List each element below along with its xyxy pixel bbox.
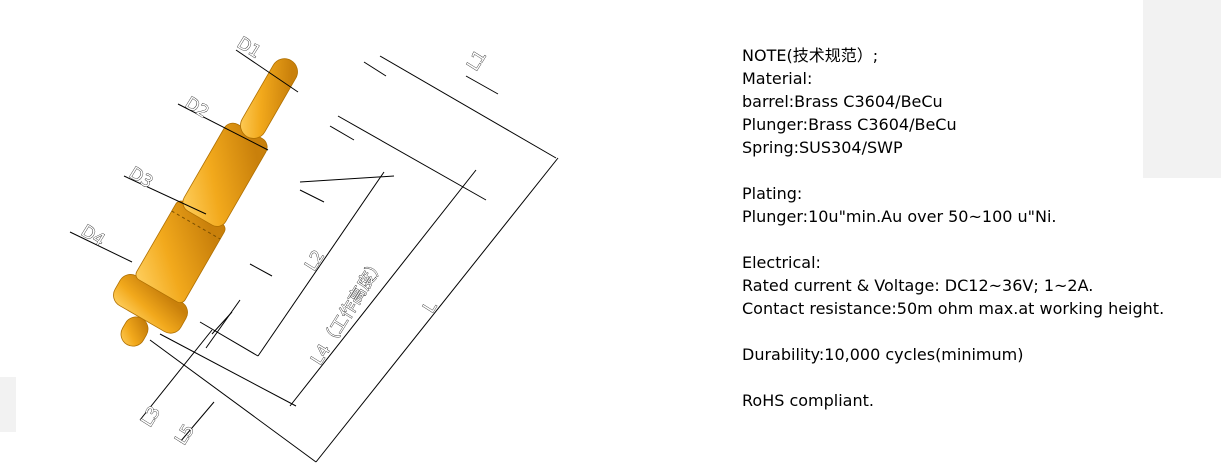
material-heading: Material: (742, 69, 813, 88)
pogo-pin (113, 58, 298, 347)
electrical-rated: Rated current & Voltage: DC12~36V; 1~2A. (742, 276, 1094, 295)
specification-text: NOTE(技术规范）; Material: barrel:Brass C3604… (742, 44, 1221, 412)
label-l3: L3 (137, 403, 165, 431)
label-l1: L1 (463, 47, 491, 75)
rohs: RoHS compliant. (742, 391, 874, 410)
electrical-contact: Contact resistance:50m ohm max.at workin… (742, 299, 1165, 318)
material-spring: Spring:SUS304/SWP (742, 138, 903, 157)
electrical-heading: Electrical: (742, 253, 821, 272)
label-d1: D1 (233, 33, 264, 63)
durability: Durability:10,000 cycles(minimum) (742, 345, 1024, 364)
upper-plunger (240, 58, 298, 139)
pogo-pin-diagram: D1 D2 D3 D4 L1 L2 L4（工作高度） L L3 L5 (69, 33, 559, 463)
note-heading: NOTE(技术规范）; (742, 46, 879, 65)
plating-spec: Plunger:10u"min.Au over 50~100 u"Ni. (742, 207, 1057, 226)
dimension-lines (69, 49, 559, 463)
label-l2: L2 (301, 247, 329, 275)
material-barrel: barrel:Brass C3604/BeCu (742, 92, 943, 111)
side-panel-left (0, 377, 16, 432)
label-l: L (419, 298, 441, 317)
label-d2: D2 (181, 93, 212, 123)
side-panel-right (1143, 0, 1221, 178)
plating-heading: Plating: (742, 184, 803, 203)
label-d4: D4 (77, 221, 108, 251)
material-plunger: Plunger:Brass C3604/BeCu (742, 115, 957, 134)
